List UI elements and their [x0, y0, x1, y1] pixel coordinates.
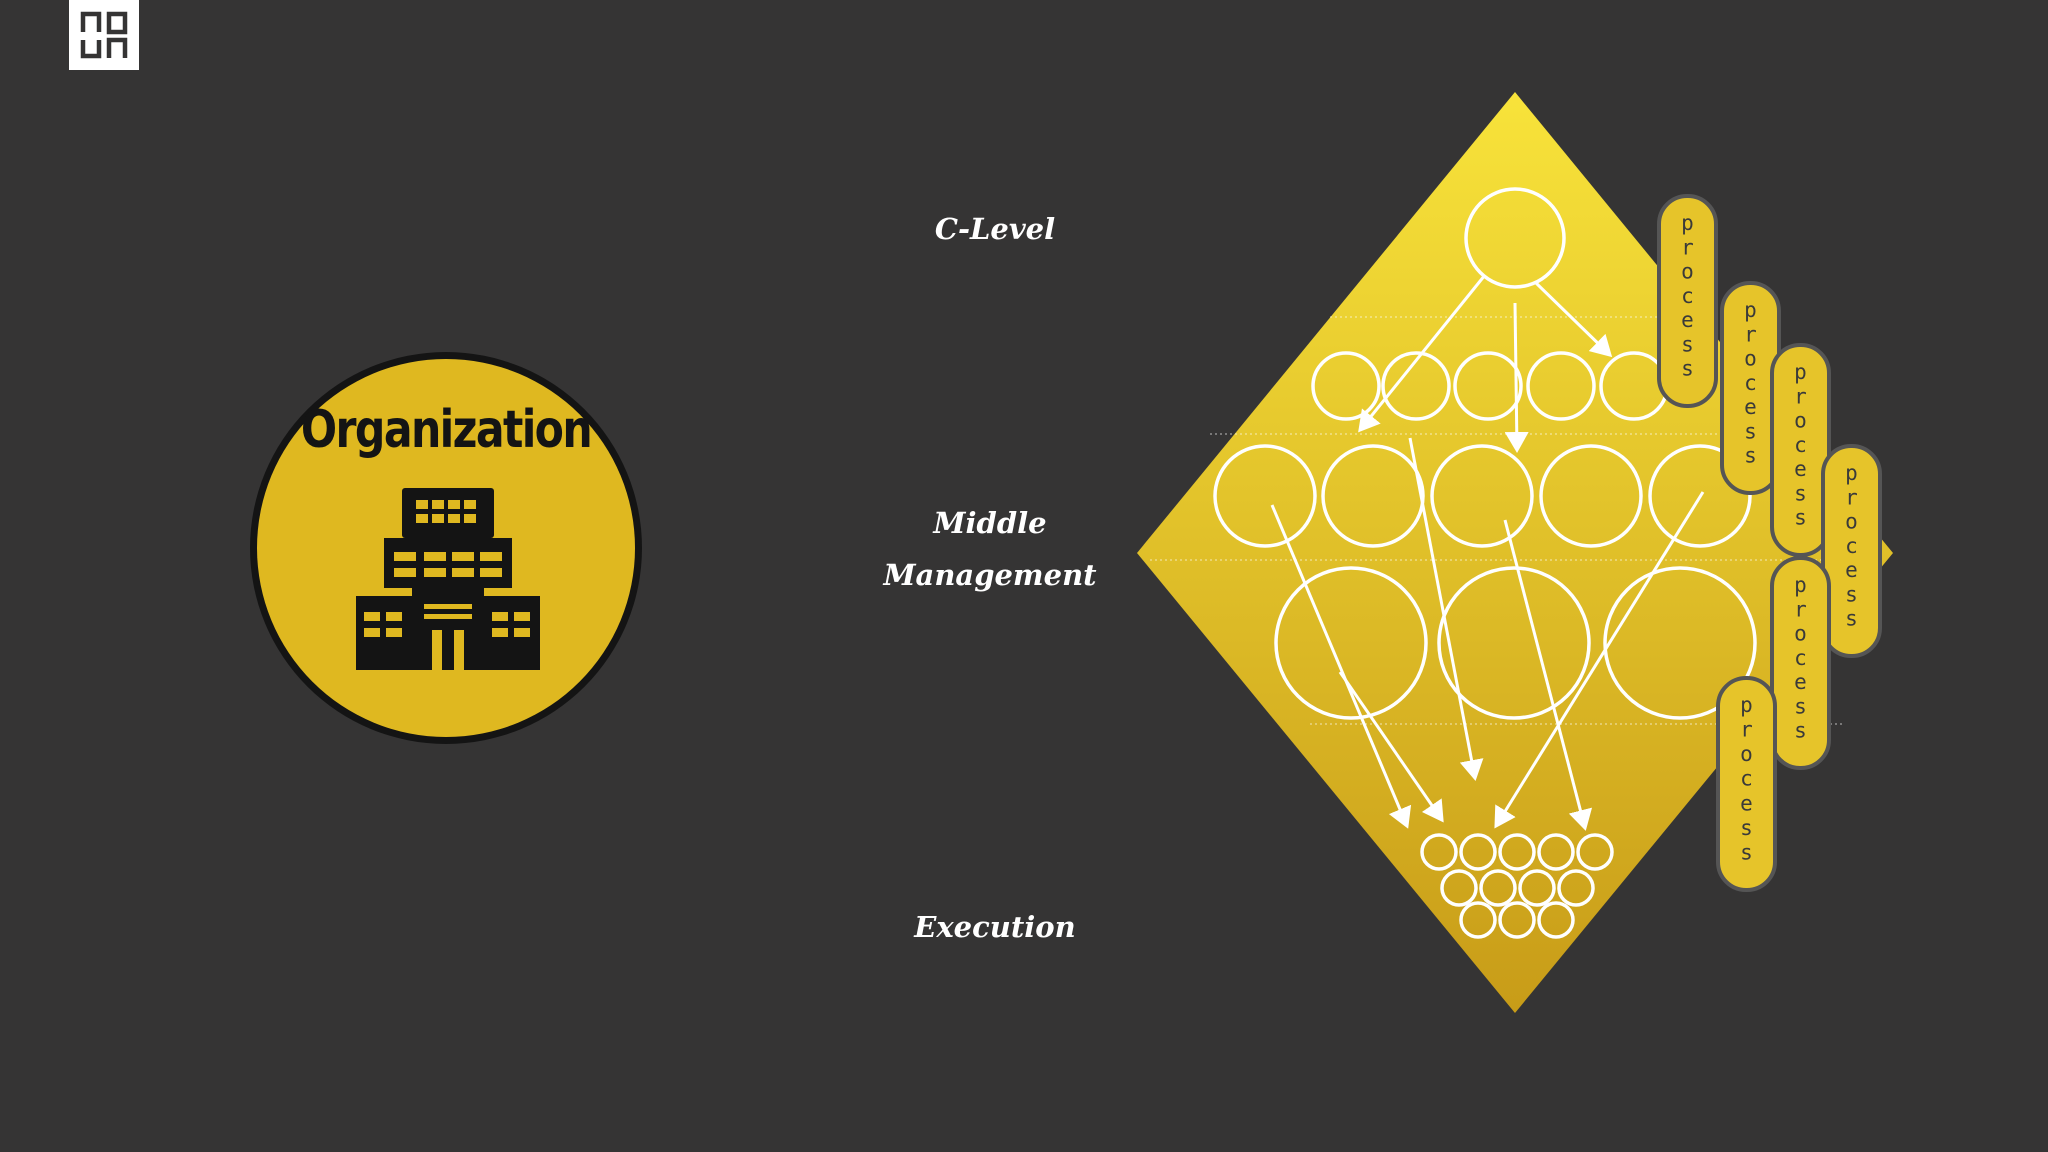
middle-management-line-2: Management — [883, 558, 1097, 592]
node — [1576, 833, 1614, 871]
organization-badge: Organization — [246, 348, 646, 748]
node — [1440, 869, 1478, 907]
noun-project-logo-icon — [69, 0, 139, 70]
middle-management-label: Middle Management — [860, 497, 1120, 601]
node — [1526, 351, 1596, 421]
node — [1557, 869, 1595, 907]
node — [1420, 833, 1458, 871]
node — [1437, 566, 1591, 720]
c-level-label: C-Level — [934, 212, 1056, 246]
flow-arrows — [1270, 274, 1705, 831]
node — [1381, 351, 1451, 421]
flow-arrow — [1533, 280, 1613, 358]
node — [1539, 444, 1643, 548]
flow-arrow — [1503, 519, 1593, 831]
node — [1213, 444, 1317, 548]
node — [1321, 444, 1425, 548]
c-level-node — [1464, 187, 1566, 289]
node — [1311, 351, 1381, 421]
process-label: process — [1744, 298, 1757, 468]
node — [1498, 833, 1536, 871]
process-pill — [1821, 444, 1882, 658]
process-label: process — [1740, 693, 1753, 864]
middle-management-line-1: Middle — [933, 506, 1047, 540]
node — [1498, 901, 1536, 939]
org-node-circles — [1213, 187, 1757, 939]
node — [1479, 869, 1517, 907]
node — [1459, 901, 1497, 939]
node — [1648, 444, 1752, 548]
process-pill — [1770, 556, 1831, 770]
process-label: process — [1845, 461, 1858, 631]
flow-arrow — [1270, 504, 1412, 829]
organization-title: Organization — [300, 400, 593, 460]
hierarchy-diamond — [1137, 92, 1893, 1013]
node — [1537, 901, 1575, 939]
process-label: process — [1681, 211, 1694, 381]
flow-arrow — [1358, 274, 1487, 433]
node — [1537, 833, 1575, 871]
process-label: process — [1794, 360, 1807, 530]
node — [1453, 351, 1523, 421]
node — [1603, 566, 1757, 720]
process-pills — [1657, 194, 1882, 892]
flow-arrow — [1338, 671, 1444, 823]
flow-arrow — [1408, 437, 1484, 781]
process-pill-labels: process process process process process proce… — [1681, 211, 1858, 864]
process-label: process — [1794, 573, 1807, 743]
node — [1459, 833, 1497, 871]
process-pill — [1716, 676, 1777, 892]
office-building-icon — [356, 488, 540, 670]
node — [1518, 869, 1556, 907]
flow-arrow — [1494, 491, 1705, 829]
flow-arrow — [1504, 302, 1529, 453]
node — [1430, 444, 1534, 548]
execution-label: Execution — [914, 910, 1076, 944]
node — [1274, 566, 1428, 720]
process-pill — [1770, 343, 1831, 557]
process-pill — [1657, 194, 1718, 408]
